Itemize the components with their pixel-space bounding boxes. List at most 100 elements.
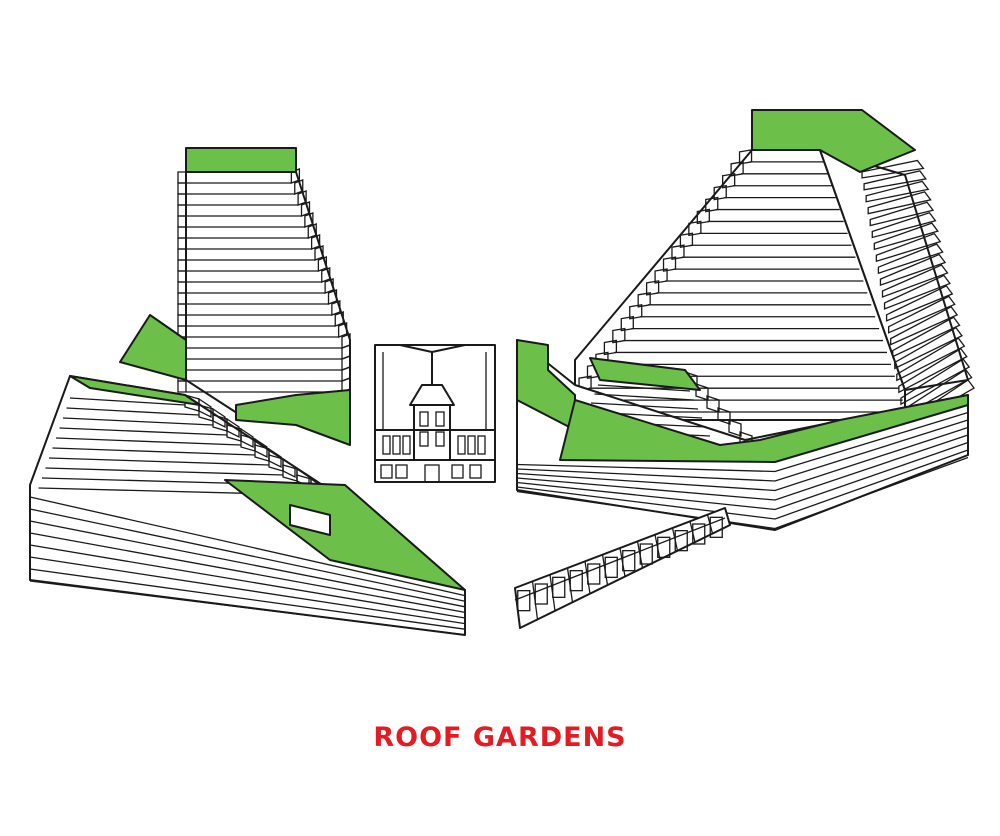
historic-building-windows [380,435,486,479]
terrace-step [294,179,304,195]
floor-line [29,508,466,602]
terrace-step [177,182,187,195]
left-tower [119,147,351,446]
terrace-step [679,232,694,249]
terrace-step [730,161,744,177]
side-terrace [900,358,971,406]
floor-line [55,437,242,446]
terrace-step [637,292,651,308]
side-terrace [883,274,951,310]
right-tower-roof-garden [751,109,916,173]
terrace-step [314,245,324,261]
bay-window [569,570,583,592]
bay-window [639,543,653,565]
terrace-step [177,226,187,239]
left-tower-lower-garden [235,389,351,446]
window [392,435,401,455]
terrace-step [177,281,187,294]
left-tower-roof-garden [185,147,297,173]
floor-line [516,411,969,473]
terrace-step [177,314,187,327]
floor-line [516,419,969,482]
side-terrace [887,295,956,334]
left-block-floor-lines [29,397,466,636]
shopfront [395,464,408,479]
terrace-step [696,208,710,225]
terrace-step [612,327,626,344]
historic-building-door [424,464,440,483]
terrace-step [177,248,187,261]
window [457,435,466,455]
terrace-step [722,172,736,189]
bay-window [517,590,531,612]
side-terrace [875,232,942,263]
terrace-step [603,339,618,356]
floor-line [29,520,466,608]
floor-line [52,447,256,456]
terrace-step [654,268,668,284]
side-terrace [890,305,959,346]
side-terrace [869,201,935,227]
terrace-step [321,267,331,283]
floor-line [69,397,186,406]
floor-line [516,456,969,530]
terrace-step [327,289,338,305]
right-terraced-block [516,339,969,531]
floor-line [59,427,228,436]
floor-line [62,417,214,426]
terrace-step-riser [728,419,742,437]
floor-line [29,532,466,614]
right-tower-terrace-steps [570,149,753,415]
terrace-step [177,380,187,393]
floor-line [594,393,695,401]
side-terrace [885,285,954,322]
side-terrace [867,191,932,215]
window [382,435,391,455]
terrace-step [310,234,321,250]
colonnade-bays [514,514,726,629]
terrace-step [177,193,187,206]
bay-window [674,530,688,552]
side-terrace [898,347,968,394]
side-terrace [896,337,966,382]
terrace-step [324,278,334,294]
left-block-courtyard-step [289,504,331,536]
floor-line [66,407,200,416]
side-terrace [873,222,939,251]
side-terrace [879,253,947,287]
side-terrace [863,170,927,191]
terrace-step [297,190,307,206]
floor-line [590,402,699,410]
left-tower-floor-lines [186,182,342,393]
side-terrace [881,264,949,298]
left-terraced-block [29,375,466,636]
terrace-step [307,223,317,239]
terrace-step [334,311,344,327]
window [402,435,411,455]
right-block-upper-garden [589,357,701,391]
right-block-front-garden [559,394,969,463]
side-terrace [865,180,930,203]
shopfront [380,464,393,479]
terrace-step-riser [717,407,731,425]
terrace-step-riser [695,383,709,401]
terrace-step [177,237,187,250]
floor-line [29,556,466,625]
floor-line [29,580,466,636]
bay-window [657,536,671,558]
floor-line [29,568,466,630]
terrace-step [177,270,187,283]
side-terrace [877,243,944,275]
floor-line [516,441,969,511]
bay-window [692,523,706,545]
bay-window [534,583,548,605]
terrace-step [331,300,341,316]
left-block-right-garden [224,479,466,591]
terrace-step [671,244,685,260]
terrace-step [713,184,727,201]
floor-line [45,467,284,476]
floor-line [29,544,466,619]
colonnade-screen [514,507,731,629]
